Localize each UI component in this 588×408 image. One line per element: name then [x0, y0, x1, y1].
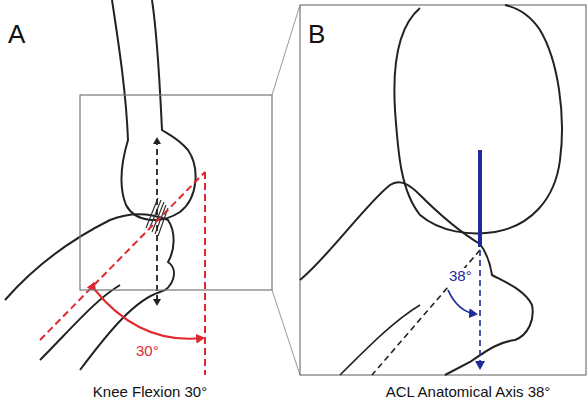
- tibia-outline: [340, 305, 420, 375]
- angle-value: 30°: [135, 343, 160, 360]
- acl-angle-arc: [448, 290, 476, 314]
- tibia-outline: [5, 214, 174, 370]
- zoom-line: [272, 290, 300, 375]
- flexion-angle-lines: [40, 172, 205, 375]
- flexion-angle-arc: [95, 290, 203, 339]
- tibia-axis-b: [372, 250, 480, 375]
- femur-axis: [156, 138, 158, 215]
- panel-letter: A: [8, 20, 25, 49]
- tibia-outline: [300, 182, 533, 375]
- zoom-line: [272, 5, 300, 95]
- caption-text: ACL Anatomical Axis 38°: [386, 384, 551, 401]
- panel-letter: B: [308, 20, 325, 49]
- femur-outline: [112, 0, 196, 220]
- vertical-reference: [479, 250, 481, 368]
- inset-box: [80, 95, 272, 290]
- caption-text: Knee Flexion 30°: [93, 384, 207, 401]
- tibia-axis: [156, 225, 158, 305]
- acl-axis: [478, 150, 482, 247]
- angle-value: 38°: [448, 268, 473, 285]
- panel-b-frame: [300, 5, 586, 375]
